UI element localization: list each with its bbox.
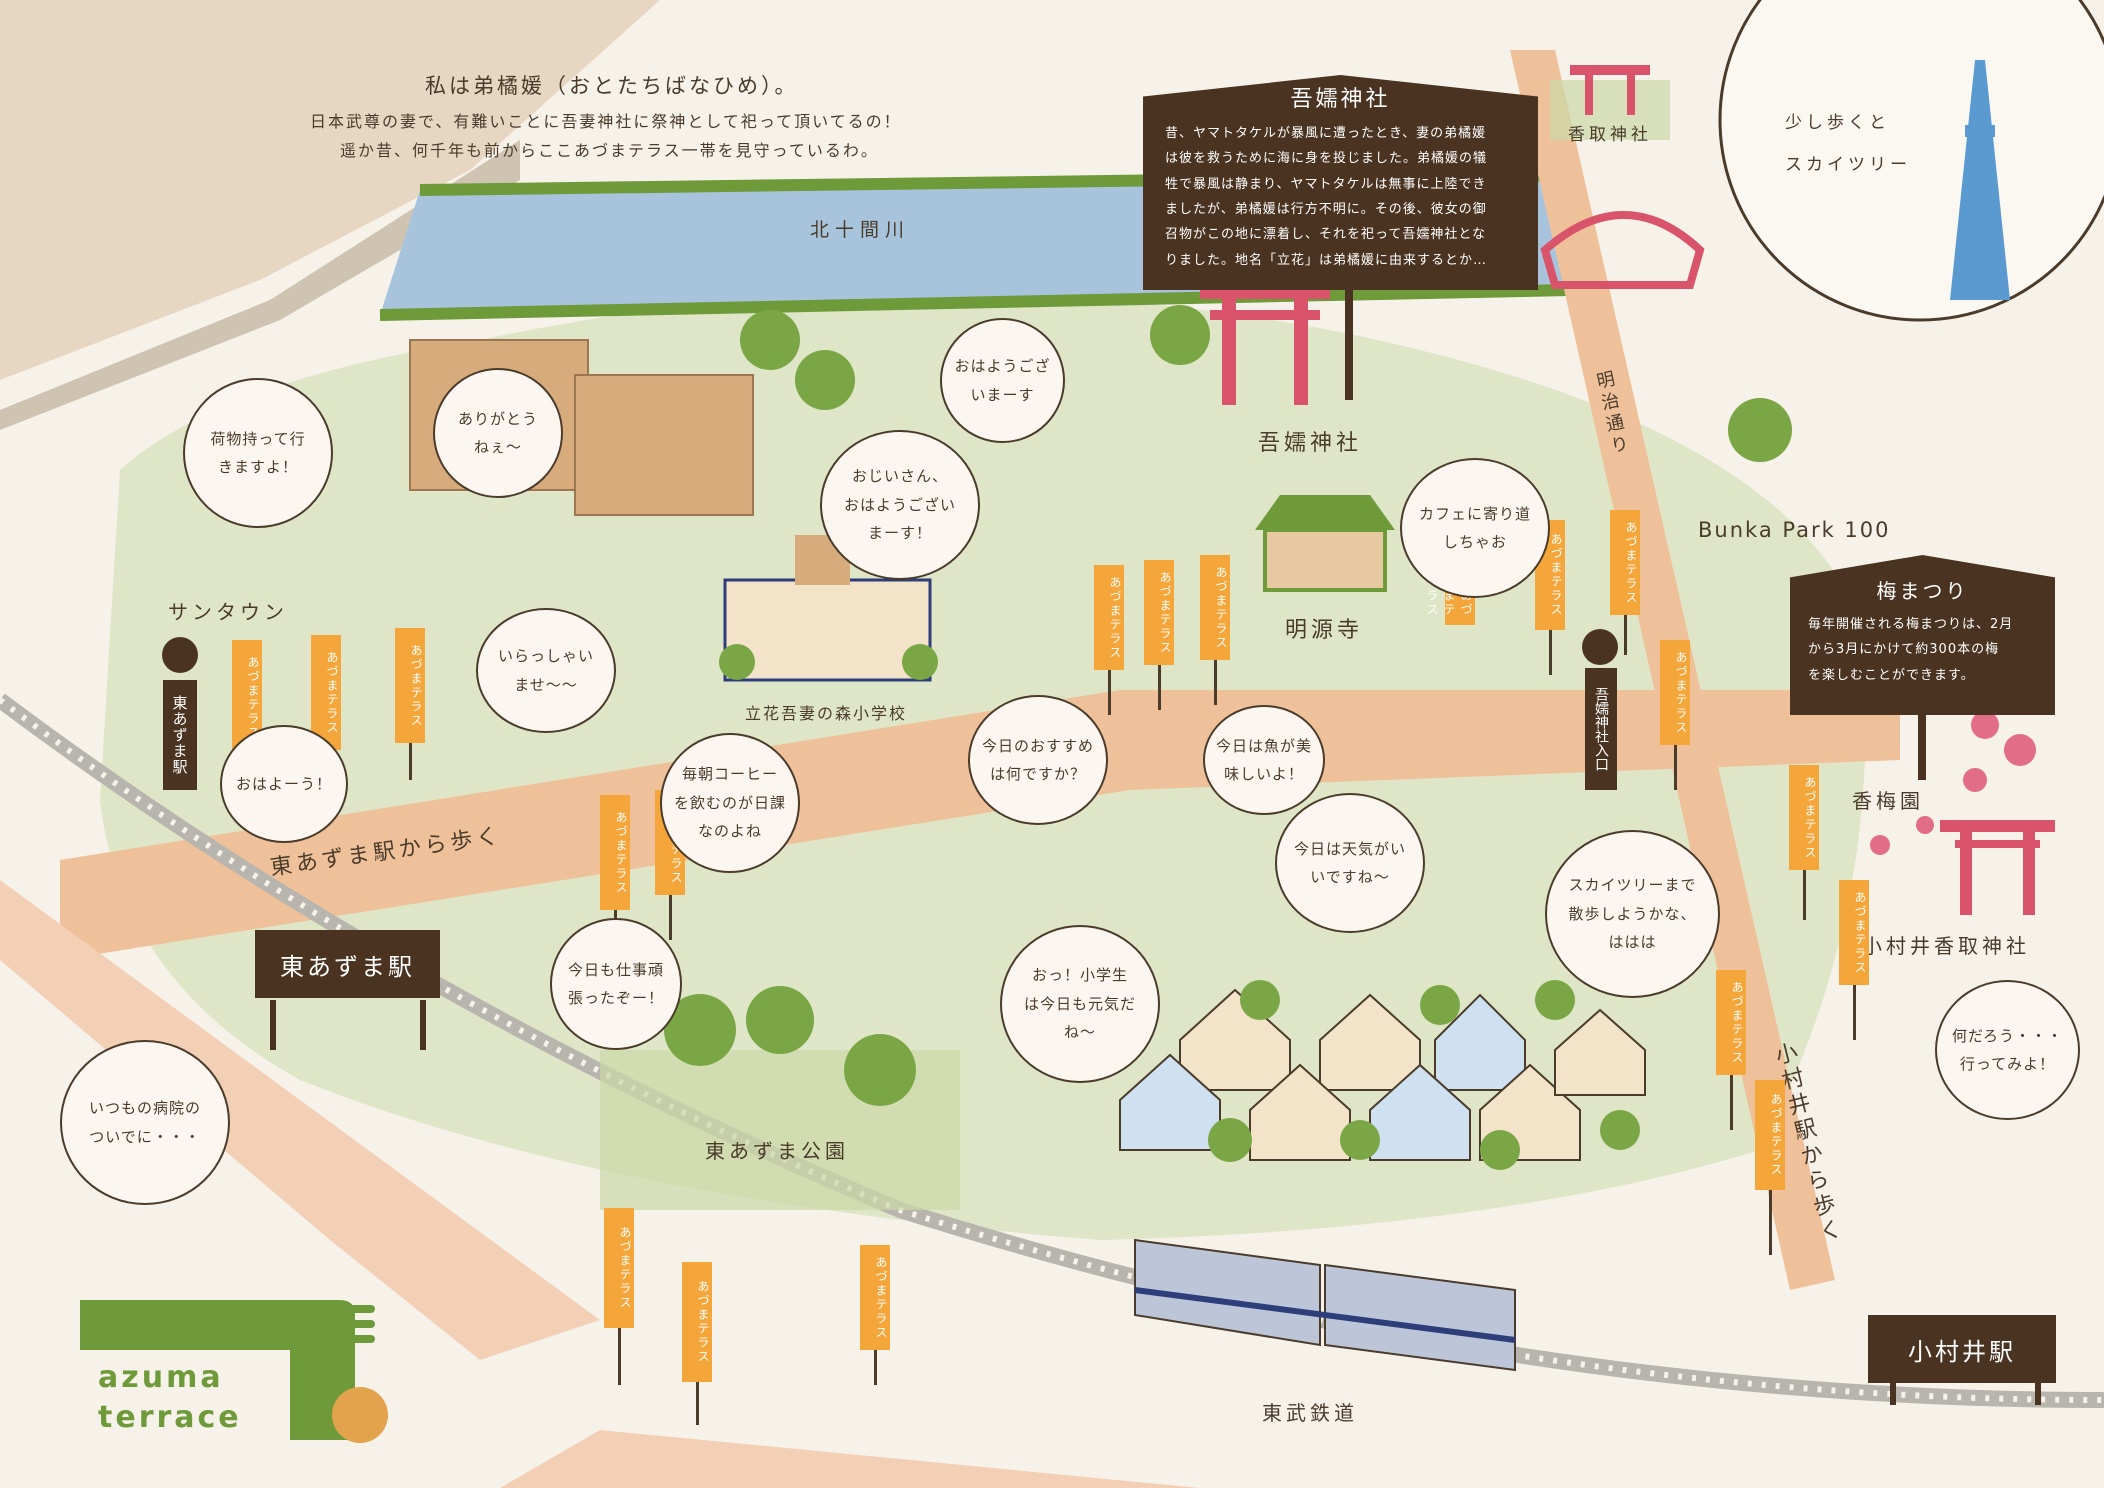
shrine-board-body: 昔、ヤマトタケルが暴風に遭ったとき、妻の弟橘媛 は彼を救うために海に身を投じまし… xyxy=(1165,126,1488,268)
speech-bubble: カフェに寄り道 しちゃお xyxy=(1400,458,1550,598)
azuma-terrace-flag: あづまテラス xyxy=(1094,565,1124,670)
railway xyxy=(0,693,2104,1408)
speech-bubble: おはよーう！ xyxy=(220,725,348,843)
azuma-terrace-flag: あづまテラス xyxy=(311,635,341,750)
komurai-station-sign: 小村井駅 xyxy=(1868,1315,2056,1383)
intro-title: 私は弟橘媛（おとたちばなひめ）。 xyxy=(425,74,799,98)
azuma-terrace-flag: あづまテラス xyxy=(682,1262,712,1382)
school-building xyxy=(723,578,932,682)
tobu-railway-label: 東武鉄道 xyxy=(1262,1401,1358,1425)
bus-stop-higashiazuma: 東あずま駅 xyxy=(163,680,197,790)
bridge-icon xyxy=(1540,211,1705,289)
speech-bubble: 今日は天気がい いですね〜 xyxy=(1275,793,1425,933)
azuma-terrace-flag: あづまテラス xyxy=(1144,560,1174,665)
skytree-text-2: スカイツリー xyxy=(1785,155,1911,175)
logo-dot xyxy=(332,1387,388,1443)
logo-mark xyxy=(80,1300,355,1440)
plum-flowers xyxy=(1870,711,2036,855)
school-label: 立花吾妻の森小学校 xyxy=(745,704,908,723)
azuma-terrace-flag: あづまテラス xyxy=(1839,880,1869,985)
bus-stop-icon xyxy=(162,637,198,673)
speech-bubble: 荷物持って行 きますよ！ xyxy=(183,378,333,528)
azuma-terrace-flag: あづまテラス xyxy=(860,1245,890,1350)
suntown-label: サンタウン xyxy=(168,600,288,624)
azuma-terrace-flag: あづまテラス xyxy=(1200,555,1230,660)
paper-corner xyxy=(0,0,660,380)
logo-text-azuma: azuma xyxy=(98,1360,224,1395)
speech-bubble: おじいさん、 おはようござい まーす！ xyxy=(820,430,980,580)
azuma-terrace-flag: あづまテラス xyxy=(1610,510,1640,615)
katori-shrine-label: 香取神社 xyxy=(1568,125,1652,145)
myogenji-label: 明源寺 xyxy=(1285,618,1364,643)
azuma-terrace-flag: あづまテラス xyxy=(395,628,425,743)
train-icon xyxy=(1134,1238,1516,1372)
plum-festival-board: 梅まつり 毎年開催される梅まつりは、2月 から3月にかけて約300本の梅 を楽し… xyxy=(1790,555,2055,715)
skytree-circle xyxy=(1718,0,2104,322)
speech-bubble: スカイツリーまで 散歩しようかな、 ははは xyxy=(1545,830,1720,998)
main-road xyxy=(60,690,1900,960)
intro-line2: 遥か昔、何千年も前からここあづまテラス一帯を見守っているわ。 xyxy=(340,141,879,160)
plum-board-title: 梅まつり xyxy=(1876,579,1969,603)
bunka-park-label: Bunka Park 100 xyxy=(1698,518,1891,542)
logo-text-terrace: terrace xyxy=(98,1400,242,1435)
bus-stop-azuma-shrine: 吾嬬神社入口 xyxy=(1585,668,1617,790)
speech-bubble: 何だろう・・・ 行ってみよ！ xyxy=(1935,980,2080,1120)
bus-stop-icon xyxy=(1582,629,1618,665)
intro-line1: 日本武尊の妻で、有難いことに吾妻神社に祭神として祀って頂いてるの！ xyxy=(310,112,902,131)
lower-road xyxy=(0,880,600,1360)
azuma-terrace-flag: あづまテラス xyxy=(1716,970,1746,1075)
azuma-terrace-flag: あづまテラス xyxy=(1755,1080,1785,1190)
river-label: 北十間川 xyxy=(810,219,911,241)
speech-bubble: 今日も仕事頑 張ったぞー！ xyxy=(550,918,682,1050)
speech-bubble: いらっしゃい ませ〜〜 xyxy=(476,608,616,733)
skytree-text-1: 少し歩くと xyxy=(1785,113,1890,133)
azuma-shrine-label: 吾嬬神社 xyxy=(1258,431,1363,456)
shrine-board-title: 吾嬬神社 xyxy=(1290,87,1391,112)
speech-bubble: おっ！小学生 は今日も元気だ ね〜 xyxy=(1000,925,1160,1083)
azuma-terrace-flag: あづまテラス xyxy=(600,795,630,910)
plum-board-body: 毎年開催される梅まつりは、2月 から3月にかけて約300本の梅 を楽しむことがで… xyxy=(1808,617,2014,683)
azuma-terrace-flag: あづまテラス xyxy=(1660,640,1690,745)
temple-building xyxy=(1263,528,1387,592)
koubaien-label: 香梅園 xyxy=(1852,789,1924,813)
speech-bubble: おはようござ いまーす xyxy=(940,318,1065,443)
skytree-icon xyxy=(1950,60,2010,300)
komurai-katori-label: 小村井香取神社 xyxy=(1862,934,2030,958)
speech-bubble: いつもの病院の ついでに・・・ xyxy=(60,1040,230,1205)
shrine-info-board: 吾嬬神社 昔、ヤマトタケルが暴風に遭ったとき、妻の弟橘媛 は彼を救うために海に身… xyxy=(1143,75,1538,290)
higashiazuma-park-label: 東あずま公園 xyxy=(705,1139,849,1163)
azuma-terrace-flag: あづまテラス xyxy=(604,1208,634,1328)
speech-bubble: 今日は魚が美 味しいよ！ xyxy=(1203,705,1325,815)
speech-bubble: 今日のおすすめ は何ですか？ xyxy=(968,695,1108,825)
azuma-terrace-flag: あづまテラス xyxy=(1535,520,1565,630)
speech-bubble: 毎朝コーヒー を飲むのが日課 なのよね xyxy=(660,733,800,873)
speech-bubble: ありがとう ねぇ〜 xyxy=(433,368,563,498)
trees xyxy=(664,305,1792,1170)
azuma-terrace-flag: あづまテラス xyxy=(1789,765,1819,870)
higashiazuma-station-sign: 東あずま駅 xyxy=(255,930,440,998)
